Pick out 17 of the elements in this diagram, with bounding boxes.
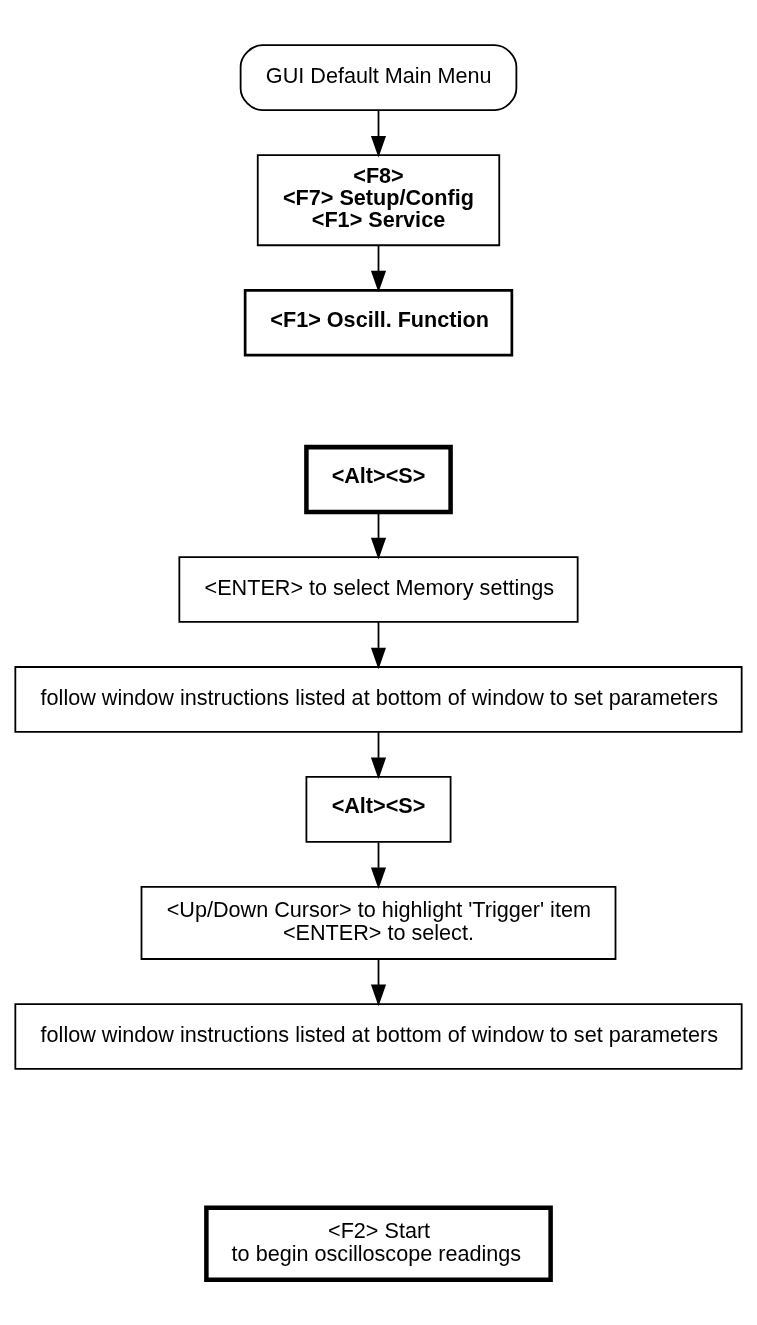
arrow [370, 244, 387, 293]
node-box: <Alt><S> [305, 776, 452, 843]
node-box: GUI Default Main Menu [239, 44, 518, 111]
arrow [370, 731, 387, 780]
node-box: <Up/Down Cursor> to highlight 'Trigger' item <ENTER> to select. [140, 886, 617, 960]
node-box: <ENTER> to select Memory settings [178, 556, 579, 623]
node-box: <F8> <F7> Setup/Config <F1> Service [256, 154, 501, 247]
arrow [370, 511, 387, 560]
arrow [370, 958, 387, 1007]
node-box: follow window instructions listed at bottom of window to set parameters [14, 666, 743, 733]
arrow [370, 621, 387, 670]
node-box: <Alt><S> [304, 444, 453, 515]
node-box: follow window instructions listed at bottom of window to set parameters [14, 1003, 743, 1070]
arrow [370, 109, 387, 158]
node-box: <F1> Oscill. Function [243, 288, 514, 357]
node-box: <F2> Start to begin oscilloscope readings [204, 1205, 553, 1283]
arrow [370, 841, 387, 890]
